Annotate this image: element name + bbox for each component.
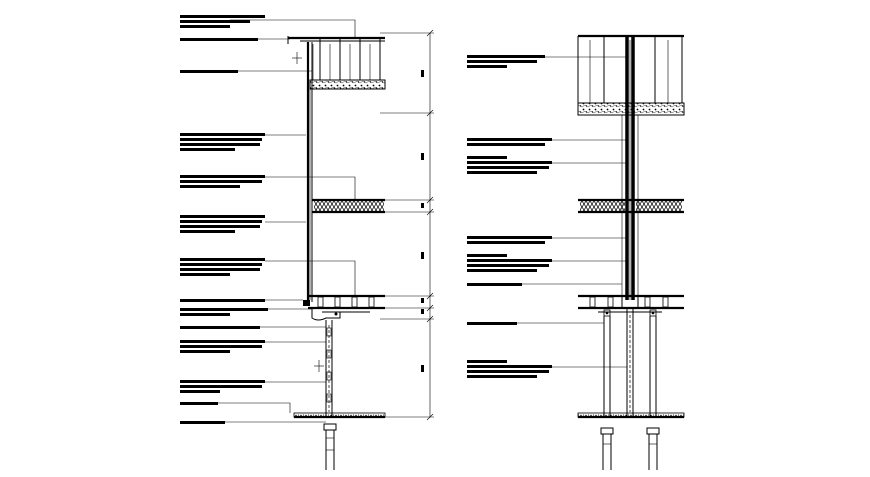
right-floor-deck-lower <box>578 294 684 317</box>
note-beam <box>180 326 326 329</box>
right-floor-joist-upper <box>578 198 684 214</box>
left-wall-stud <box>306 42 313 302</box>
note-insulation-right <box>467 156 627 174</box>
right-wall-section <box>467 34 685 470</box>
note-vapour-barrier <box>180 258 356 296</box>
note-exterior-finish <box>180 133 306 151</box>
right-annotations <box>467 55 627 378</box>
left-floor-joist-upper <box>312 198 385 214</box>
note-beam-right <box>467 322 604 325</box>
note-joist-right <box>467 236 627 244</box>
right-foundation-columns <box>577 308 685 470</box>
note-grade <box>180 421 326 424</box>
note-plate-right <box>467 283 622 286</box>
note-footing <box>180 380 326 393</box>
note-column-right <box>467 360 627 378</box>
note-rim-joist <box>180 308 312 316</box>
note-floor-joist <box>180 175 356 200</box>
note-membrane-right <box>467 254 627 272</box>
note-gravel <box>180 402 291 413</box>
left-wall-section <box>180 15 434 470</box>
note-screen-panel <box>467 55 627 68</box>
left-roof-assembly <box>287 36 386 90</box>
right-roof-assembly <box>577 34 685 116</box>
left-annotations <box>180 15 356 424</box>
left-foundation-column <box>293 320 386 470</box>
note-sill-plate <box>180 299 303 302</box>
note-column <box>180 340 326 353</box>
note-railing <box>180 15 356 38</box>
right-wall-stud <box>621 36 639 300</box>
note-roof-insulation <box>180 70 313 80</box>
note-wall-sheathing <box>180 215 306 233</box>
left-floor-deck-lower <box>303 294 385 321</box>
left-dimension-string <box>380 29 434 421</box>
note-sheathing-right <box>467 138 627 146</box>
note-cap-flashing <box>180 38 290 41</box>
